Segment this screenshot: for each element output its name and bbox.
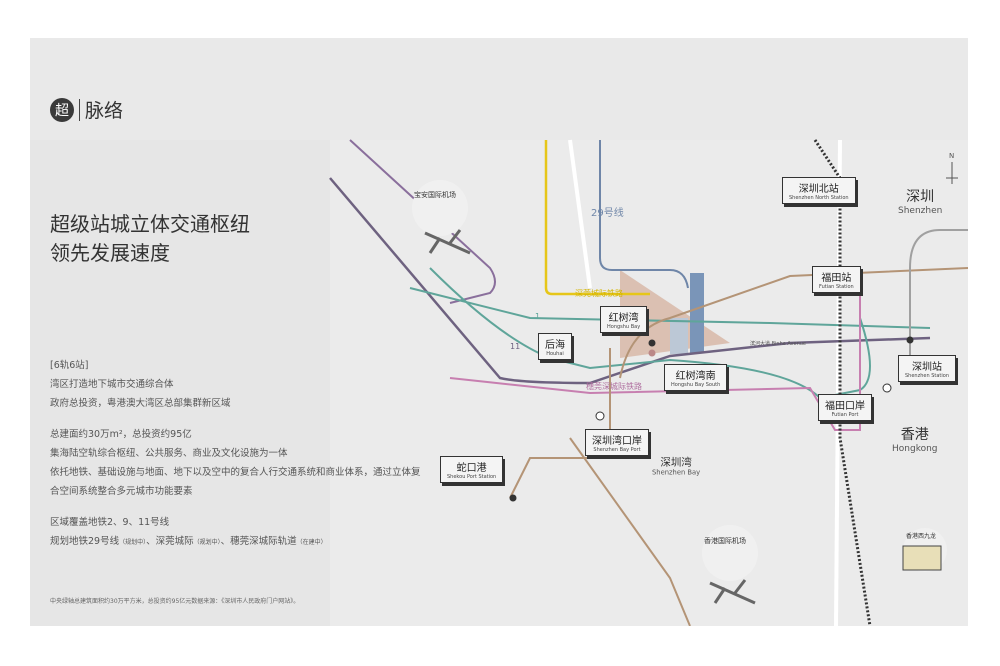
- location-pin-icon: [882, 383, 892, 393]
- line-29-label: 29号线: [591, 208, 624, 219]
- station-dot: [648, 349, 656, 357]
- note: （在建中）: [296, 539, 327, 546]
- text-line: 湾区打造地下城市交通综合体: [50, 379, 174, 390]
- footnote: 中央绿轴总建筑面积约30万平方米，总投资约95亿元数据来源：《深圳市人民政府门户…: [50, 598, 300, 605]
- station-dot: [648, 339, 656, 347]
- station-dot: [906, 336, 914, 344]
- high-speed-rail: [813, 139, 872, 626]
- section-title: 脉络: [85, 100, 124, 122]
- brochure-panel: 超 脉络 超级站城立体交通枢纽 领先发展速度 [6轨6站] 湾区打造地下城市交通…: [30, 38, 968, 626]
- grey-line: [909, 229, 968, 368]
- text-line: 总建面约30万m²，总投资约95亿: [50, 429, 192, 440]
- purple-line: [349, 139, 496, 304]
- brand-logo: 超 脉络: [50, 96, 123, 123]
- text-line: 政府总投资，粤港澳大湾区总部集群新区域: [50, 398, 231, 409]
- plane-icon: [424, 229, 471, 255]
- transit-map: [329, 139, 968, 626]
- text-line: 集海陆空轨综合枢纽、公共服务、商业及文化设施为一体: [50, 448, 288, 459]
- compass-label: N: [949, 152, 955, 160]
- plane-icon: [709, 579, 756, 605]
- compass-icon: [946, 162, 958, 184]
- line-9: [429, 267, 871, 400]
- project-building: [670, 318, 688, 354]
- line-1-label: 1: [535, 312, 541, 321]
- body-text: [6轨6站] 湾区打造地下城市交通综合体 政府总投资，粤港澳大湾区总部集群新区域…: [50, 356, 421, 552]
- rail-to-hk-airport: [569, 437, 691, 626]
- line-29: [599, 140, 689, 289]
- binhe-avenue-label: 滨河大道 Binhe Avenue: [750, 341, 806, 347]
- tram-icon: [902, 545, 942, 571]
- logo-badge: 超: [50, 97, 74, 122]
- text: 、穗莞深城际轨道: [220, 536, 297, 547]
- pink-line-label: 穗莞深城际铁路: [586, 382, 642, 391]
- line-11: [329, 177, 931, 385]
- project-tower: [690, 273, 704, 353]
- line-1: [409, 287, 931, 329]
- hk-airport-badge: [702, 525, 758, 581]
- line-2-branch: [509, 348, 611, 499]
- note: （规划中）: [193, 539, 221, 546]
- line-11-label: 11: [510, 342, 521, 351]
- headline-line: 超级站城立体交通枢纽: [50, 212, 250, 236]
- text-line: 合空间系统整合多元城市功能要素: [50, 486, 193, 497]
- tag: [6轨6站]: [50, 360, 89, 371]
- text: 、深莞城际: [146, 536, 194, 547]
- station-dot: [509, 494, 517, 502]
- text-line: 区域覆盖地铁2、9、11号线: [50, 517, 170, 528]
- headline-line: 领先发展速度: [50, 241, 170, 265]
- text: 规划地铁29号线: [50, 536, 120, 547]
- top-band: [30, 38, 968, 140]
- west-kowloon-label: 香港西九龙: [906, 533, 937, 540]
- yellow-line-label: 深莞城际铁路: [575, 289, 623, 298]
- note: （规划中）: [119, 539, 147, 546]
- road-shahe: [568, 139, 592, 289]
- baoan-airport-badge: [412, 180, 468, 236]
- headline: 超级站城立体交通枢纽 领先发展速度: [50, 210, 250, 268]
- location-pin-icon: [595, 411, 605, 421]
- text-line: 规划地铁29号线（规划中）、深莞城际（规划中）、穗莞深城际轨道（在建中）: [50, 532, 421, 552]
- yellow-line: [544, 140, 650, 296]
- text-line: 依托地铁、基础设施与地面、地下以及空中的复合人行交通系统和商业体系，通过立体复: [50, 467, 421, 478]
- divider: [79, 98, 80, 121]
- hk-airport-label: 香港国际机场: [704, 537, 746, 545]
- baoan-airport-label: 宝安国际机场: [414, 191, 456, 199]
